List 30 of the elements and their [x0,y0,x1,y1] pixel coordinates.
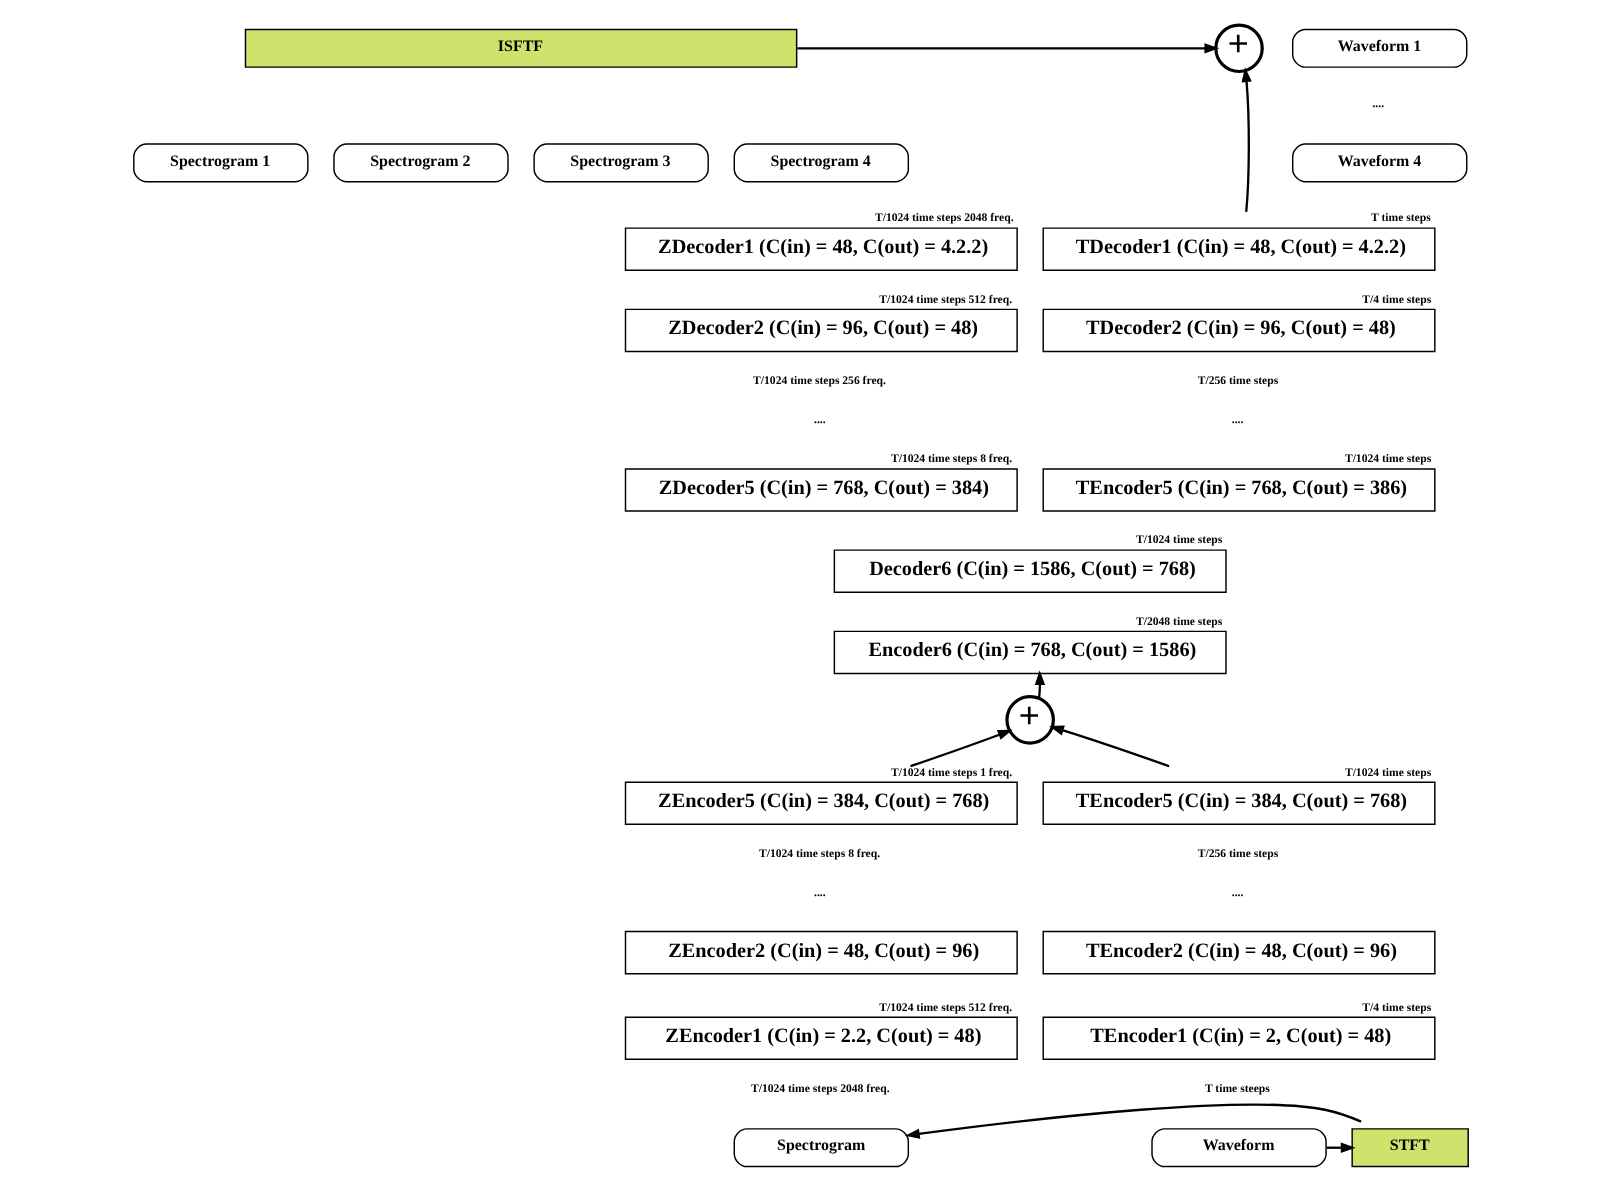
node-box: ZEncoder5 (C(in) = 384, C(out) = 768) [624,781,1018,825]
arrow [1034,670,1046,699]
node-box: TDecoder1 (C(in) = 48, C(out) = 4.2.2) [1042,227,1436,271]
node-box: Waveform [1151,1128,1327,1168]
node-box: ZDecoder2 (C(in) = 96, C(out) = 48) [624,308,1018,353]
node-box: Decoder6 (C(in) = 1586, C(out) = 768) [833,549,1227,593]
node-box: Waveform 4 [1291,143,1468,183]
node-box: TEncoder1 (C(in) = 2, C(out) = 48) [1042,1016,1436,1060]
node-box: TDecoder2 (C(in) = 96, C(out) = 48) [1042,308,1436,353]
arrow [904,1103,1362,1139]
node-circle: + [1214,23,1264,74]
node-box: TEncoder2 (C(in) = 48, C(out) = 96) [1042,930,1436,975]
node-circle: + [1005,695,1055,745]
node-box: Spectrogram [733,1128,910,1168]
arrow [1049,725,1170,768]
node-box: Spectrogram 1 [133,143,309,183]
arrow [910,729,1013,768]
arrow [1241,67,1252,212]
node-box: ZEncoder1 (C(in) = 2.2, C(out) = 48) [624,1016,1018,1060]
node-box: ZEncoder2 (C(in) = 48, C(out) = 96) [624,930,1018,975]
node-box: Waveform 1 [1291,28,1468,68]
node-box: Spectrogram 3 [533,143,709,183]
node-box: TEncoder5 (C(in) = 768, C(out) = 386) [1042,468,1436,512]
node-box: Spectrogram 4 [733,143,910,183]
node-box: Encoder6 (C(in) = 768, C(out) = 1586) [833,630,1227,675]
node-box: Spectrogram 2 [333,143,509,183]
node-box: TEncoder5 (C(in) = 384, C(out) = 768) [1042,781,1436,825]
node-box: ZDecoder5 (C(in) = 768, C(out) = 384) [624,468,1018,512]
arrow [797,43,1220,54]
node-box: ZDecoder1 (C(in) = 48, C(out) = 4.2.2) [624,227,1018,271]
